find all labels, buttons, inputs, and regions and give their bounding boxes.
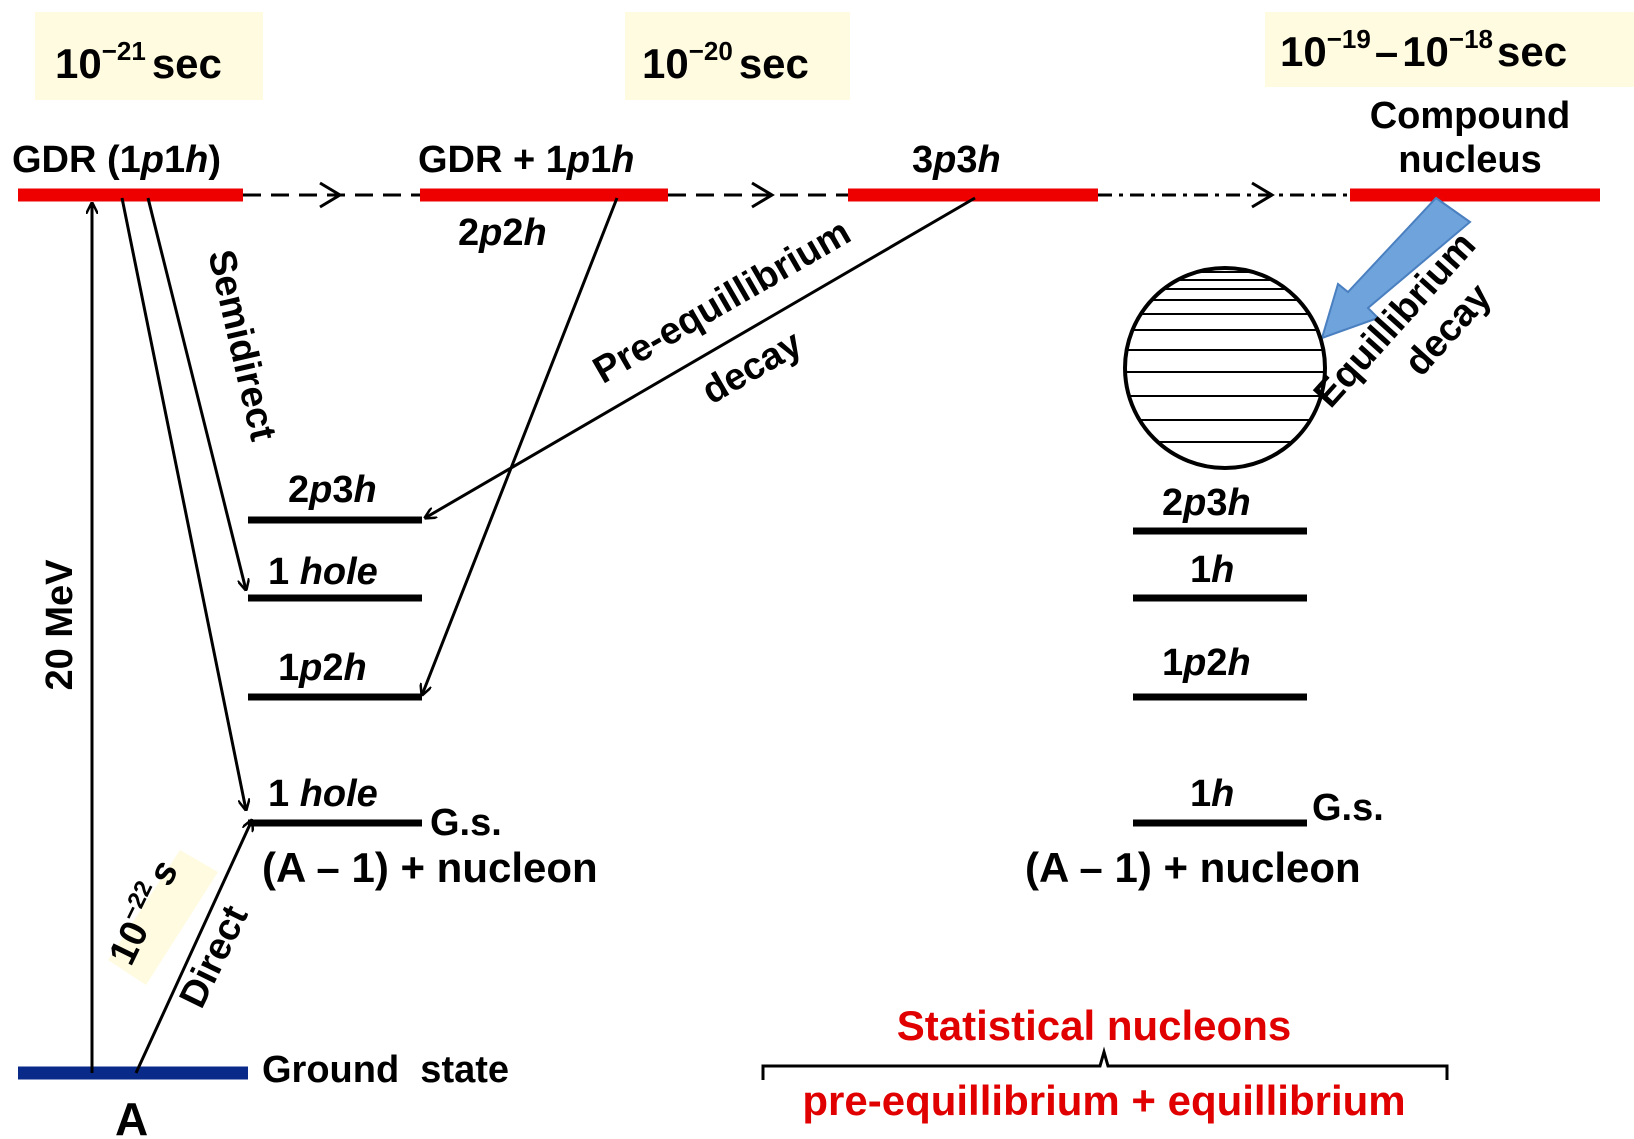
pre-equilibrium-arrow xyxy=(425,196,976,518)
right-gs-label: G.s. xyxy=(1312,787,1384,829)
left-level-1p2h-label: 1p2h xyxy=(278,647,367,689)
direct-arrow xyxy=(134,820,252,1074)
gdr-label: GDR (1p1h) xyxy=(12,139,221,181)
right-level-2p3h-label: 2p3h xyxy=(1162,482,1251,524)
pre-plus-eq-label: pre-equillibrium + equillibrium xyxy=(802,1077,1405,1124)
transition-3-arrowhead xyxy=(1251,181,1275,209)
semidirect-arrow-2 xyxy=(120,197,246,810)
3p3h-label: 3p3h xyxy=(912,139,1001,181)
time-box-1 xyxy=(35,12,263,100)
compound-label-line1: Compound xyxy=(1370,95,1571,137)
direct-time-box xyxy=(108,850,218,985)
compound-nucleus-sphere xyxy=(1123,266,1327,470)
left-level-2p3h-label: 2p3h xyxy=(288,469,377,511)
right-final-label: (A – 1) + nucleon xyxy=(1025,844,1361,891)
nucleus-label: A xyxy=(115,1093,148,1139)
semidirect-label: Semidirect xyxy=(199,246,284,445)
right-level-1h-upper-label: 1h xyxy=(1190,549,1234,591)
transition-2-arrowhead xyxy=(751,181,775,209)
statistical-nucleons-label: Statistical nucleons xyxy=(897,1002,1291,1049)
semidirect-arrow-1 xyxy=(146,197,246,590)
gdr-1p1h-label: GDR + 1p1h xyxy=(418,139,634,181)
time-box-3 xyxy=(1265,12,1634,87)
pre-equilibrium-label-line2: decay xyxy=(695,322,809,412)
decay-2p2h-to-1p2h-arrow xyxy=(422,197,619,695)
left-gs-label: G.s. xyxy=(430,802,502,844)
time-box-2 xyxy=(625,12,850,100)
2p2h-label: 2p2h xyxy=(458,212,547,254)
left-final-label: (A – 1) + nucleon xyxy=(262,844,598,891)
ground-state-label: Ground state xyxy=(262,1049,509,1091)
time-label-3: 10−19–10−18sec xyxy=(1280,24,1567,75)
compound-label-line2: nucleus xyxy=(1398,139,1542,181)
right-level-1h-gs-label: 1h xyxy=(1190,773,1234,815)
energy-label: 20 MeV xyxy=(39,559,81,691)
left-level-1hole-gs-label: 1 hole xyxy=(268,773,378,815)
transition-1-arrowhead xyxy=(319,181,343,209)
left-level-1hole-upper-label: 1 hole xyxy=(268,551,378,593)
brace xyxy=(761,1046,1449,1080)
right-level-1p2h-label: 1p2h xyxy=(1162,642,1251,684)
equilibrium-arrow xyxy=(1320,196,1472,340)
